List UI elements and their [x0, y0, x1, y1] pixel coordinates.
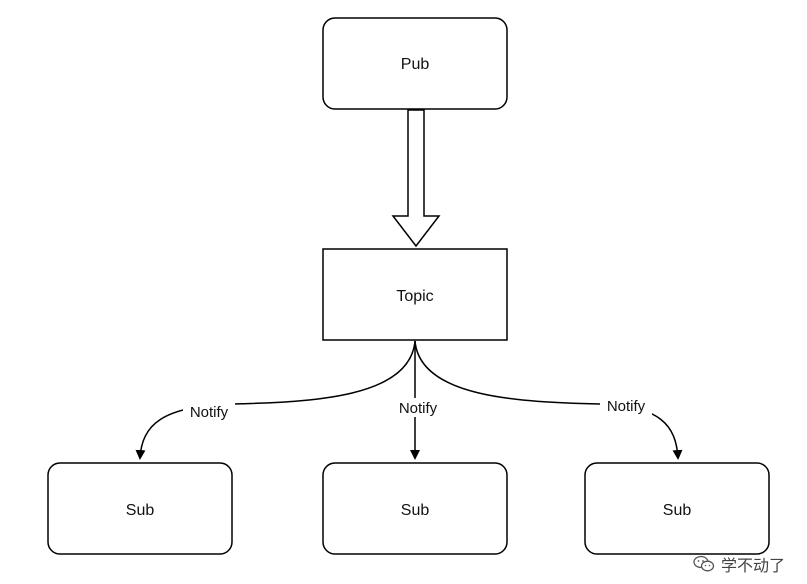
pub-node: Pub — [322, 17, 508, 110]
notify-label-middle-group: Notify — [393, 398, 443, 417]
sub-left-label: Sub — [126, 502, 155, 519]
watermark-text: 学不动了 — [720, 556, 785, 575]
topic-node: Topic — [322, 248, 508, 341]
notify-edge-right — [414, 340, 683, 460]
sub-middle-label: Sub — [401, 502, 430, 519]
publish-arrow — [391, 109, 441, 248]
notify-label-left: Notify — [190, 404, 229, 421]
sub-node-left: Sub — [47, 462, 233, 555]
sub-node-right: Sub — [584, 462, 770, 555]
sub-right-label: Sub — [663, 502, 692, 519]
watermark: 学不动了 — [693, 552, 785, 576]
topic-label: Topic — [396, 288, 433, 305]
sub-node-middle: Sub — [322, 462, 508, 555]
notify-label-right-group: Notify — [600, 396, 652, 415]
pub-label: Pub — [401, 56, 430, 73]
notify-edge-left — [135, 340, 416, 460]
wechat-icon — [693, 555, 715, 572]
notify-label-right: Notify — [607, 398, 646, 415]
notify-label-left-group: Notify — [183, 402, 235, 421]
notify-label-middle: Notify — [399, 400, 438, 417]
